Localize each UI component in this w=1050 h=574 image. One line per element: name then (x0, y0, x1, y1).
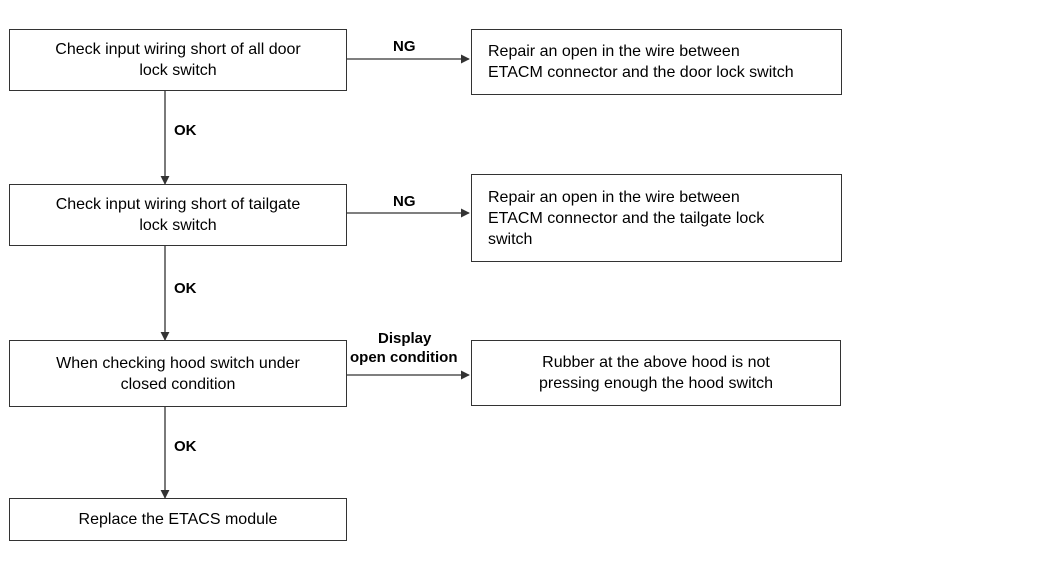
label-display-open-condition-line1: Display (378, 330, 432, 347)
label-ok-3: OK (174, 438, 197, 455)
step-check-door-lock-switch: Check input wiring short of all door loc… (9, 29, 347, 91)
label-ng-tailgate-lock: NG (393, 193, 416, 210)
step-check-tailgate-lock-switch: Check input wiring short of tailgate loc… (9, 184, 347, 246)
outcome-repair-door-lock-wire: Repair an open in the wire between ETACM… (471, 29, 842, 95)
outcome-repair-tailgate-lock-wire: Repair an open in the wire between ETACM… (471, 174, 842, 262)
step-replace-etacs-module: Replace the ETACS module (9, 498, 347, 541)
label-ok-1: OK (174, 122, 197, 139)
step-check-hood-switch: When checking hood switch under closed c… (9, 340, 347, 407)
label-display-open-condition-line2: open condition (350, 349, 458, 366)
label-ng-door-lock: NG (393, 38, 416, 55)
outcome-hood-rubber-not-pressing: Rubber at the above hood is not pressing… (471, 340, 841, 406)
label-ok-2: OK (174, 280, 197, 297)
